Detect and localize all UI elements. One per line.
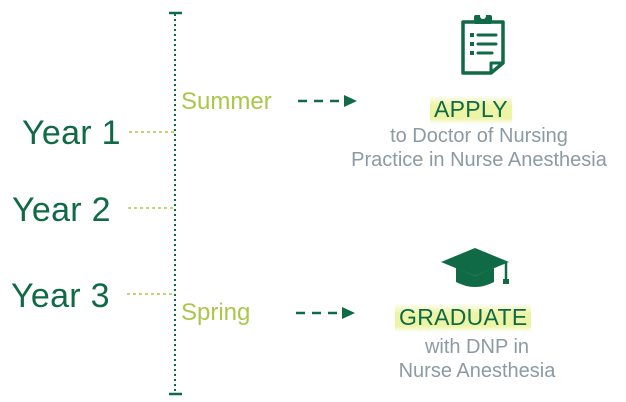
graduate-description-line-2: Nurse Anesthesia	[398, 360, 556, 382]
apply-description-line-2: Practice in Nurse Anesthesia	[351, 149, 607, 171]
clipboard-checklist-icon	[461, 13, 505, 75]
spring-label: Spring	[181, 299, 251, 326]
graduation-cap-icon	[441, 248, 509, 287]
apply-arrow	[298, 95, 357, 107]
graduate-title: GRADUATE	[395, 303, 532, 332]
graduate-description-line-1: with DNP in	[424, 336, 530, 358]
apply-description: to Doctor of Nursing Practice in Nurse A…	[329, 124, 626, 172]
graduate-arrow	[296, 307, 355, 319]
year-1-label: Year 1	[22, 114, 121, 152]
graduate-description: with DNP in Nurse Anesthesia	[377, 335, 577, 383]
year-3-label: Year 3	[11, 277, 110, 315]
year-2-label: Year 2	[12, 191, 111, 229]
summer-label: Summer	[181, 88, 272, 115]
apply-description-line-1: to Doctor of Nursing	[390, 125, 568, 147]
apply-title: APPLY	[430, 95, 512, 124]
